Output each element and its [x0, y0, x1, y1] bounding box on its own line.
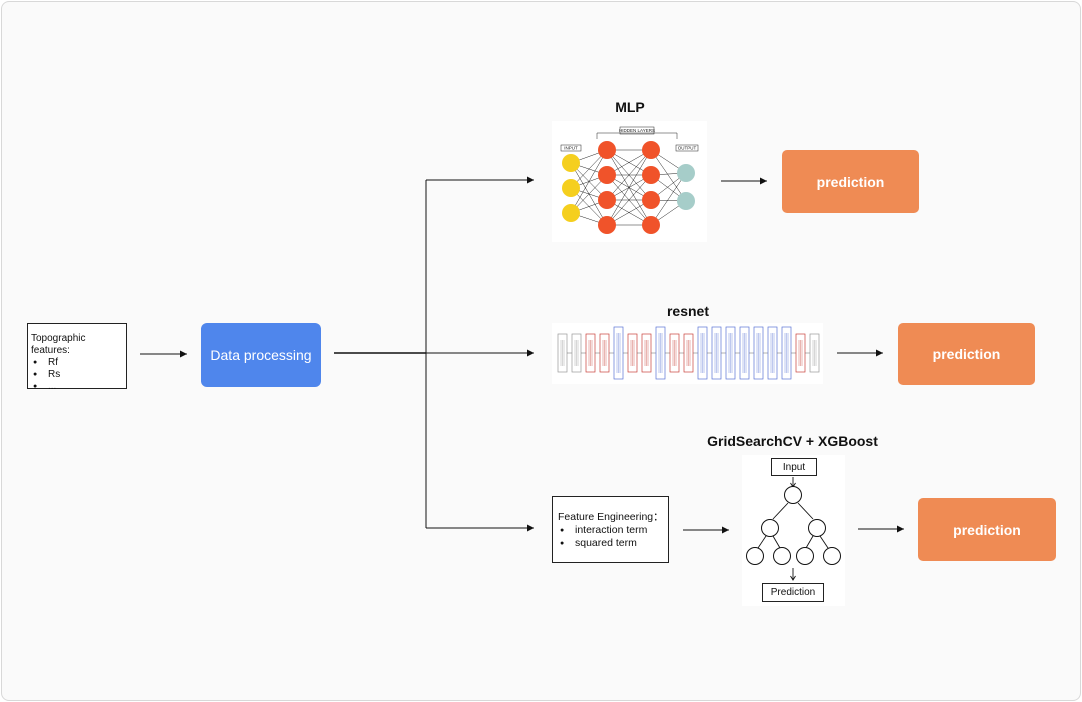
- tree-node: [808, 519, 826, 537]
- mlp-input-label: INPUT: [564, 146, 578, 151]
- tree-prediction-box: Prediction: [762, 583, 824, 602]
- mlp-input-neuron: [562, 154, 580, 172]
- topographic-heading: Topographic features:: [31, 333, 86, 356]
- mlp-hidden-neuron: [642, 216, 660, 234]
- mlp-hidden-neuron: [598, 191, 616, 209]
- topographic-list: Rf Rs ...: [31, 357, 126, 393]
- feature-engineering-item: interaction term: [560, 524, 668, 537]
- resnet-title: resnet: [666, 303, 710, 319]
- data-processing-node: Data processing: [201, 323, 321, 387]
- prediction-node-mlp: prediction: [782, 150, 919, 213]
- mlp-hidden-neuron: [642, 166, 660, 184]
- xgboost-title: GridSearchCV + XGBoost: [707, 433, 878, 449]
- topographic-item: Rf: [33, 357, 126, 369]
- mlp-title: MLP: [615, 99, 645, 115]
- feature-engineering-list: interaction term squared term: [558, 524, 668, 550]
- mlp-hidden-bracket: [596, 132, 678, 139]
- mlp-input-neuron: [562, 204, 580, 222]
- xgboost-tree-diagram: Input Prediction: [742, 455, 845, 606]
- feature-engineering-heading: Feature Engineering：: [558, 511, 664, 523]
- mlp-hidden-neuron: [642, 141, 660, 159]
- feature-engineering-box: Feature Engineering： interaction term sq…: [552, 496, 669, 563]
- prediction-label: prediction: [932, 346, 1001, 362]
- mlp-input-neuron: [562, 179, 580, 197]
- mlp-output-label: OUTPUT: [678, 146, 697, 151]
- mlp-edge: [650, 149, 687, 202]
- prediction-node-resnet: prediction: [898, 323, 1035, 385]
- tree-leaf-node: [796, 547, 814, 565]
- mlp-output-neuron: [677, 192, 695, 210]
- tree-root-node: [784, 486, 802, 504]
- resnet-diagram: [552, 323, 823, 384]
- tree-input-box: Input: [771, 458, 817, 476]
- prediction-node-xgboost: prediction: [918, 498, 1056, 561]
- mlp-edge: [606, 174, 652, 226]
- tree-leaf-node: [746, 547, 764, 565]
- topographic-item: Rs: [33, 369, 126, 381]
- tree-leaf-node: [823, 547, 841, 565]
- mlp-hidden-label: HIDDEN LAYERS: [619, 128, 655, 133]
- tree-node: [761, 519, 779, 537]
- topographic-features-box: Topographic features: Rf Rs ...: [27, 323, 127, 393]
- mlp-edge: [650, 172, 687, 226]
- mlp-hidden-neuron: [598, 141, 616, 159]
- mlp-edge: [570, 149, 608, 214]
- mlp-hidden-neuron: [598, 166, 616, 184]
- data-processing-label: Data processing: [210, 347, 312, 363]
- mlp-diagram: INPUT HIDDEN LAYERS OUTPUT: [552, 121, 707, 242]
- tree-leaf-node: [773, 547, 791, 565]
- mlp-output-neuron: [677, 164, 695, 182]
- prediction-label: prediction: [953, 521, 1021, 538]
- mlp-hidden-neuron: [598, 216, 616, 234]
- mlp-edge: [606, 149, 652, 201]
- mlp-edge: [606, 149, 652, 226]
- feature-engineering-item: squared term: [560, 537, 668, 550]
- mlp-hidden-neuron: [642, 191, 660, 209]
- prediction-label: prediction: [816, 173, 885, 190]
- topographic-item: ...: [33, 381, 126, 393]
